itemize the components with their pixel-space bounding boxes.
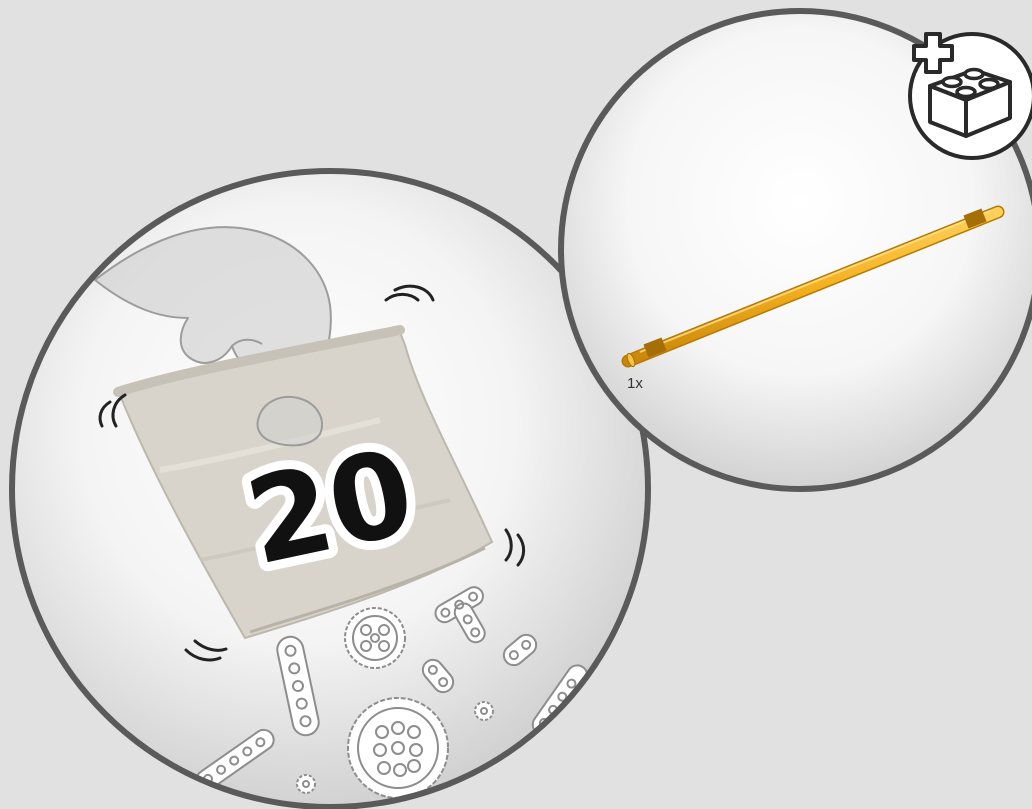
part-quantity-label: 1x <box>627 375 643 392</box>
bag-step-circle: 20 <box>12 171 648 807</box>
plus-brick-icon <box>910 34 1032 158</box>
thumb-illustration <box>257 397 321 445</box>
